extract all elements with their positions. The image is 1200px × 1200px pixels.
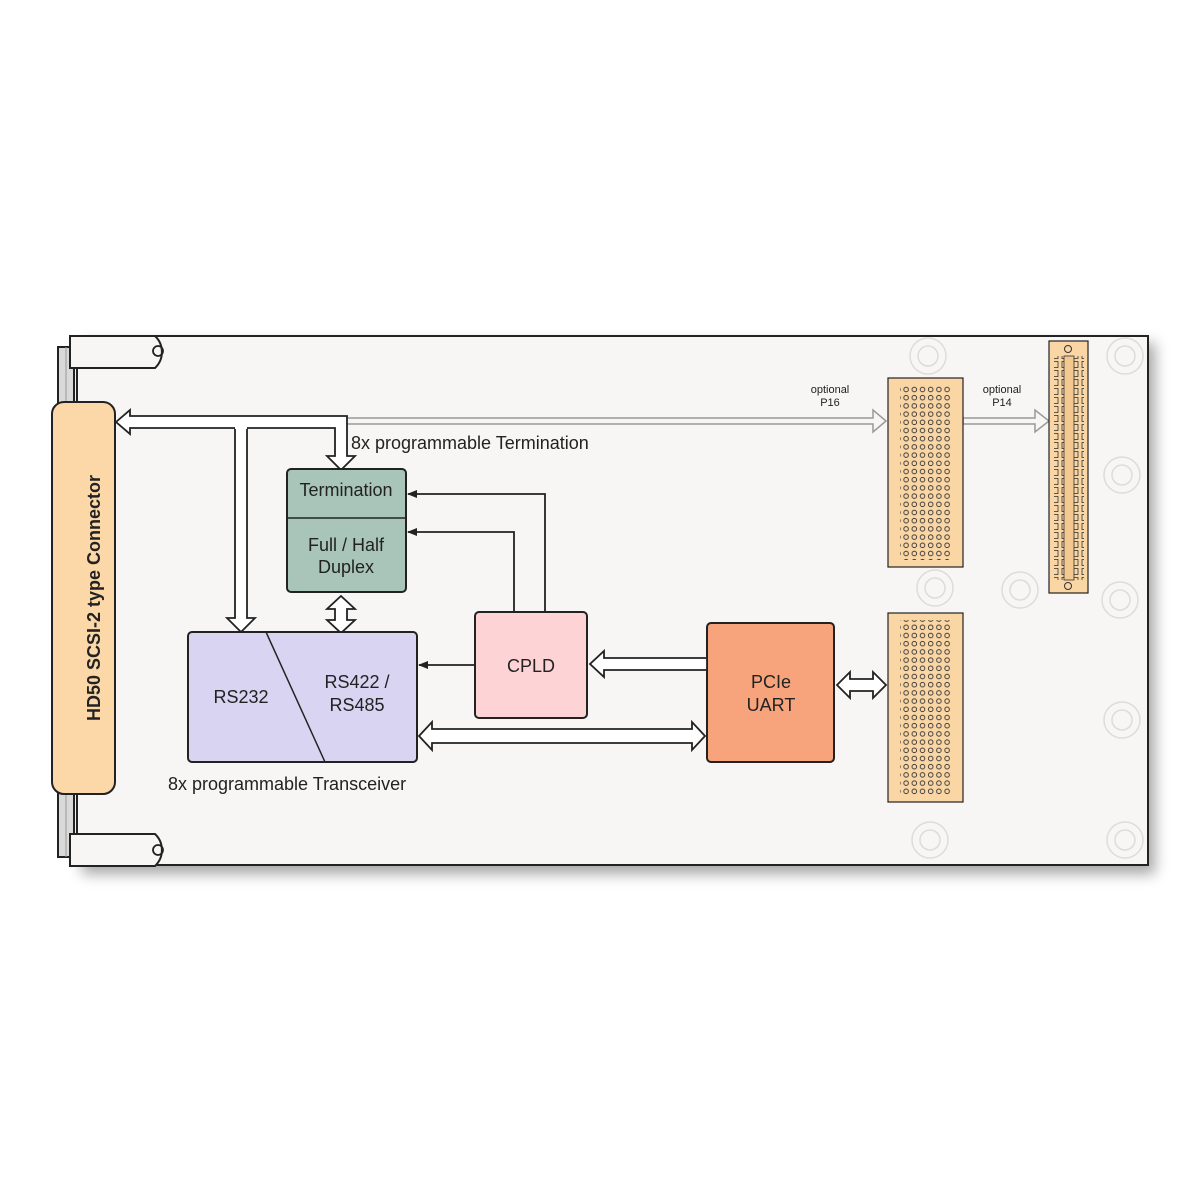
hd50-connector: HD50 SCSI-2 type Connector [51,401,116,795]
pcie-cpld-link [588,648,708,680]
bottom-bracket-ear [69,833,163,867]
termination-block: Termination Full / Half Duplex [286,468,407,593]
optional-bus [344,408,1051,434]
p14-connector [1048,340,1089,594]
connector-bus [114,408,358,634]
pcie-uart-block: PCIe UART [706,622,835,763]
p14-label-line1: optional [983,384,1022,396]
pcie-header-link [835,669,888,701]
transceiver-pcie-link [417,719,707,753]
mounting-holes [909,337,1144,859]
top-bracket-hole [152,345,164,357]
top-bracket-ear [69,335,163,369]
p16-label-line2: P16 [820,397,840,409]
connector-label: HD50 SCSI-2 type Connector [84,475,104,721]
rs422-label-line1: RS422 / [324,672,389,692]
termination-caption: 8x programmable Termination [351,433,589,453]
termination-label: Termination [299,480,392,500]
rs422-label-line2: RS485 [329,695,384,715]
duplex-label-line1: Full / Half [308,535,385,555]
duplex-label-line2: Duplex [318,557,374,577]
p16-pin-header [887,377,964,568]
pcie-label-line1: PCIe [751,672,791,692]
cpld-label: CPLD [507,656,555,676]
cpld-block: CPLD [474,611,588,719]
transceiver-block: RS232 RS422 / RS485 [187,631,418,763]
transceiver-caption: 8x programmable Transceiver [168,774,406,794]
cpld-control-lines [407,490,546,669]
rs232-label: RS232 [213,687,268,707]
p16-label-line1: optional [811,384,850,396]
bottom-bracket-hole [152,844,164,856]
p14-label-line2: P14 [992,397,1012,409]
pcie-pin-header [887,612,964,803]
pcie-label-line2: UART [747,695,796,715]
